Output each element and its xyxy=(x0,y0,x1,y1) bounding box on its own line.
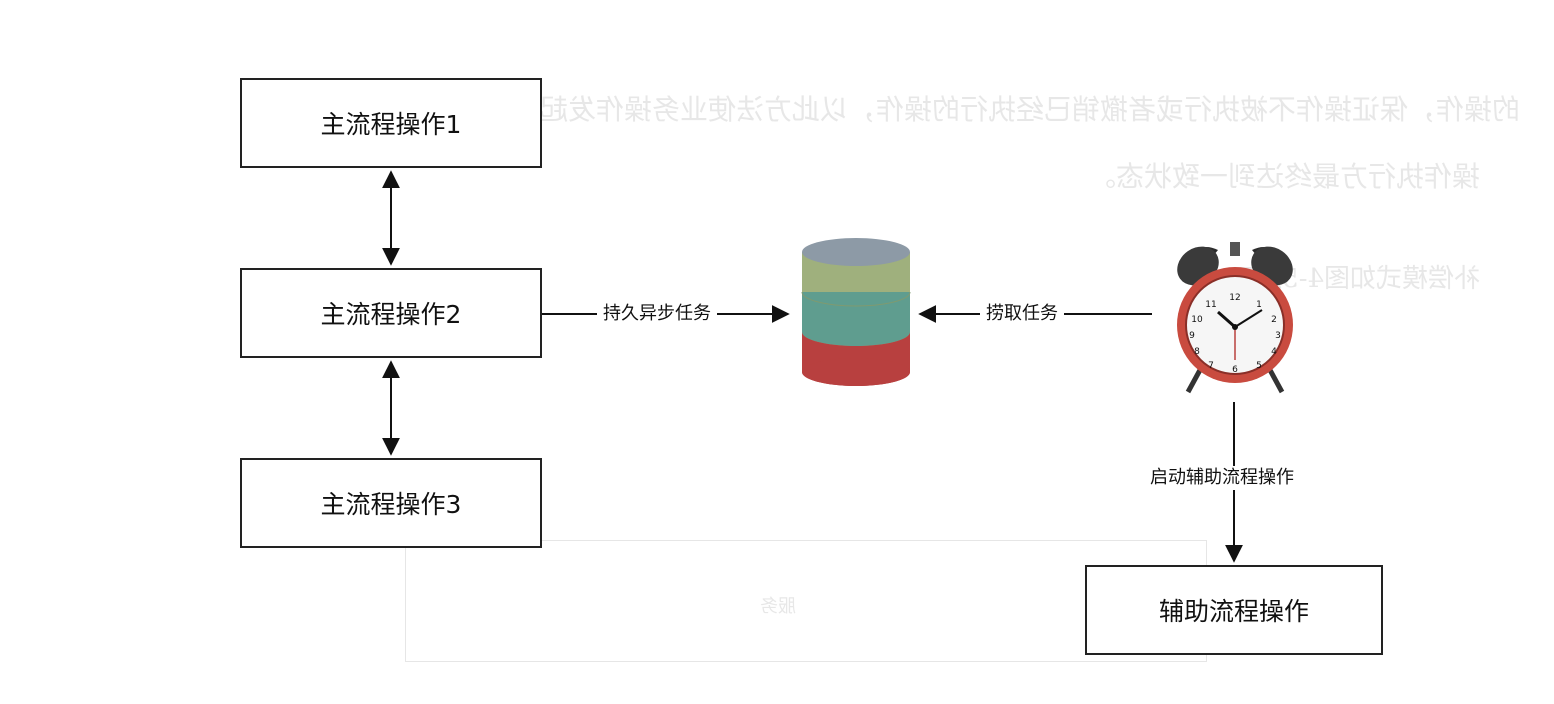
edge-label-fetch-task: 捞取任务 xyxy=(980,302,1064,326)
svg-text:9: 9 xyxy=(1189,331,1195,341)
node-aux-process: 辅助流程操作 xyxy=(1085,565,1383,655)
node-main-process-3: 主流程操作3 xyxy=(240,458,542,548)
database-icon xyxy=(801,238,911,386)
alarm-clock-icon: 12 1 2 3 4 5 6 7 8 9 10 11 xyxy=(1177,242,1293,394)
svg-text:11: 11 xyxy=(1205,300,1216,310)
svg-text:4: 4 xyxy=(1271,347,1277,357)
svg-text:6: 6 xyxy=(1232,365,1238,375)
svg-text:2: 2 xyxy=(1271,315,1277,325)
node-main-process-1: 主流程操作1 xyxy=(240,78,542,168)
node-main-process-2: 主流程操作2 xyxy=(240,268,542,358)
svg-text:8: 8 xyxy=(1194,347,1200,357)
svg-text:7: 7 xyxy=(1208,361,1214,371)
svg-text:12: 12 xyxy=(1229,293,1240,303)
edge-label-start-aux: 启动辅助流程操作 xyxy=(1144,466,1300,490)
svg-text:5: 5 xyxy=(1256,361,1262,371)
svg-text:3: 3 xyxy=(1275,331,1281,341)
svg-text:10: 10 xyxy=(1191,315,1203,325)
svg-text:1: 1 xyxy=(1256,300,1262,310)
edge-label-persist-task: 持久异步任务 xyxy=(597,302,717,326)
